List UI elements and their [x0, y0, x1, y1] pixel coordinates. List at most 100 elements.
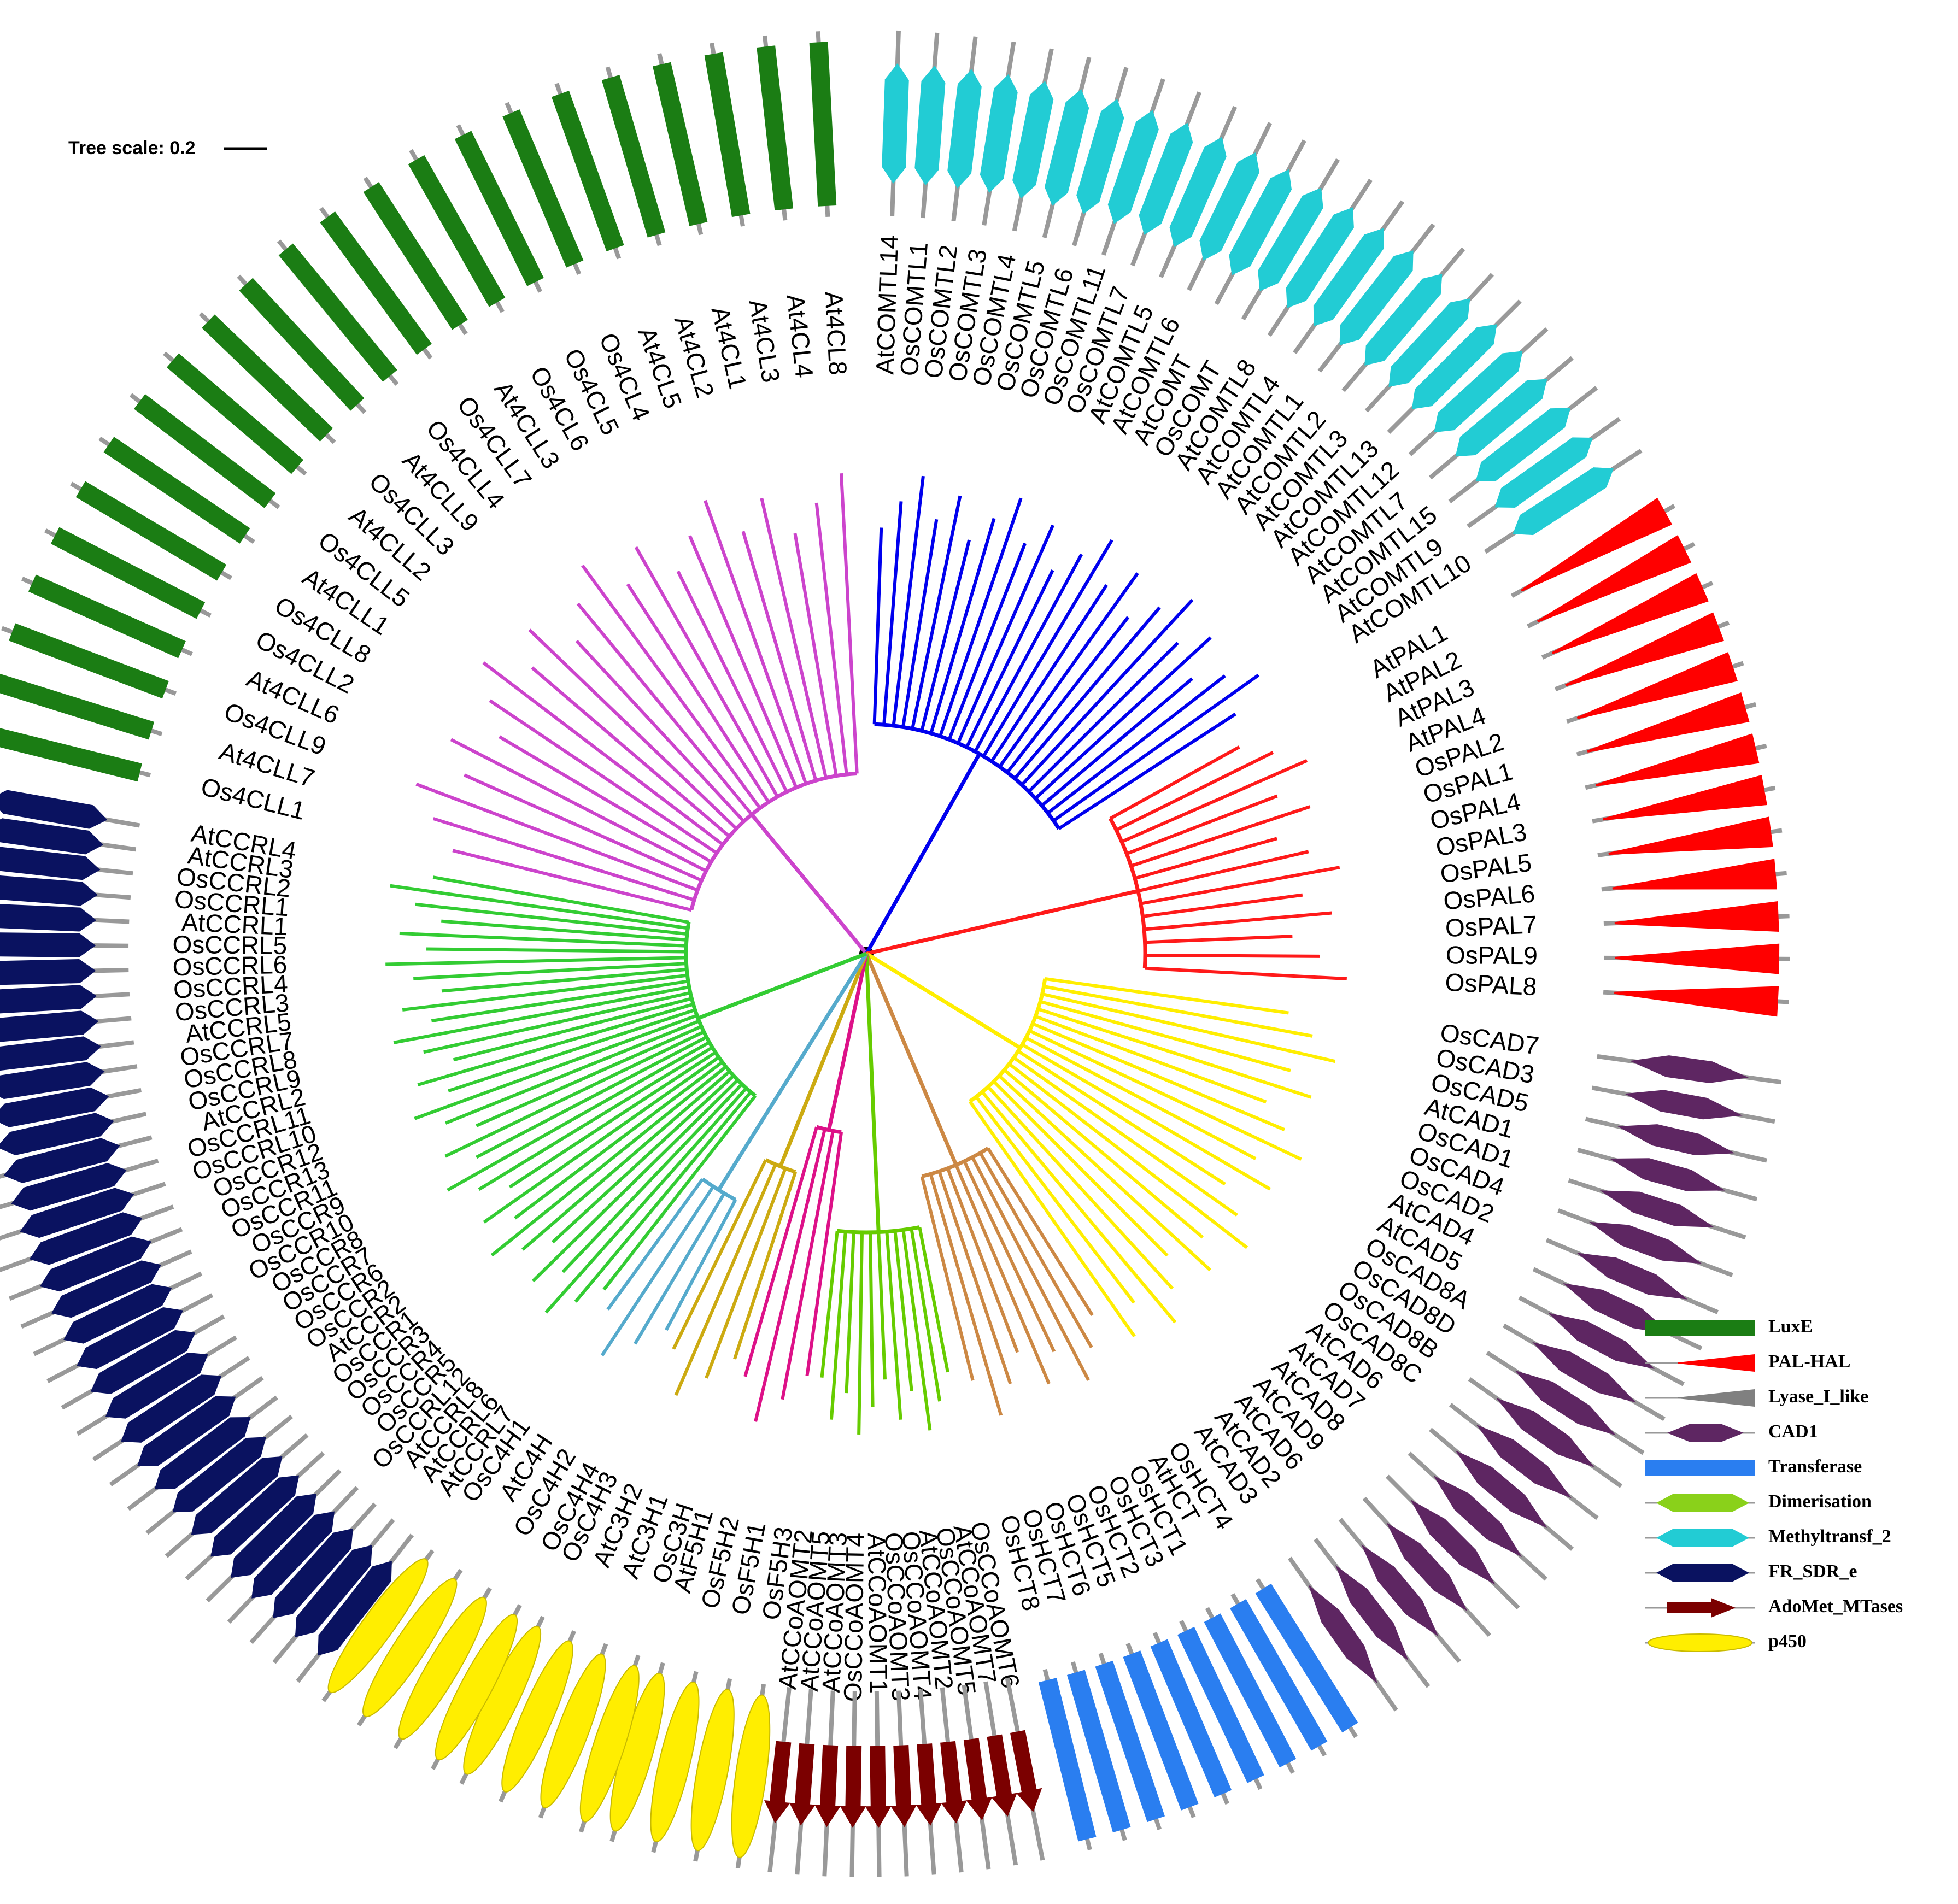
leaf-branch — [968, 1100, 1136, 1338]
domain-cad1 — [1624, 1090, 1743, 1120]
domain-fr_sdr_e — [29, 1212, 143, 1265]
domain-methyltransf_2 — [1044, 89, 1089, 206]
leaf-branch — [857, 1232, 864, 1435]
domain-pal-hal — [1614, 986, 1779, 1017]
domain-luxe — [408, 155, 506, 307]
domains-ccr — [0, 790, 414, 1683]
leaf-branch — [1031, 1022, 1286, 1131]
domain-fr_sdr_e — [251, 1511, 335, 1599]
domain-methyltransf_2 — [1455, 379, 1547, 457]
leaf-branch — [1040, 677, 1193, 807]
leaf-branch — [581, 564, 761, 809]
domain-p450 — [327, 1558, 429, 1694]
leaf-branch — [1003, 1068, 1204, 1239]
leaf-branch — [1145, 935, 1293, 944]
domain-adomet_mtases — [890, 1745, 917, 1827]
leaf-branch — [793, 533, 838, 777]
domain-transferase — [1095, 1660, 1165, 1823]
domain-methyltransf_2 — [1258, 187, 1323, 291]
domain-luxe — [202, 314, 333, 442]
domain-transferase — [1067, 1670, 1131, 1833]
legend-item-adomet-mtases: AdoMet_MTases — [1645, 1596, 1903, 1618]
domain-methyltransf_2 — [1313, 228, 1384, 326]
legend: LuxEPAL-HALLyase_I_likeCAD1TransferaseDi… — [1645, 1317, 1903, 1652]
leaf-branch — [1012, 1056, 1238, 1217]
domain-transferase — [1150, 1639, 1232, 1797]
domain-adomet_mtases — [987, 1734, 1017, 1817]
domain-methyltransf_2 — [1434, 351, 1523, 433]
leaf-branch — [602, 1095, 757, 1291]
clade-stem — [826, 953, 869, 1131]
leaf-label: OsCCRL5 — [172, 930, 287, 960]
leaf-branch — [450, 738, 707, 873]
leaf-branch — [528, 628, 738, 830]
domain-luxe — [50, 527, 206, 619]
leaf-branch — [974, 553, 1083, 753]
leaf-branch — [954, 1164, 1051, 1385]
clade-f5h — [743, 953, 869, 1422]
leaf-branch — [1028, 642, 1179, 793]
domain-methyltransf_2 — [1494, 437, 1593, 508]
leaf-branch — [1058, 713, 1236, 830]
leaf-branch — [882, 501, 903, 725]
leaf-branch — [920, 539, 971, 732]
domain-methyltransf_2 — [1139, 122, 1193, 235]
leaf-branch — [1134, 837, 1277, 880]
legend-item-methyltransf-2: Methyltransf_2 — [1645, 1526, 1891, 1547]
leaf-branch — [417, 1002, 694, 1086]
leaf-branch — [1021, 598, 1194, 786]
leaf-branch — [531, 1079, 739, 1283]
leaf-branch — [1109, 745, 1240, 820]
clade-stem — [697, 951, 867, 1020]
domain-pal-hal — [1608, 816, 1773, 855]
leaf-branch — [1037, 1007, 1312, 1099]
leaf-branch — [839, 473, 859, 774]
leaf-branch — [965, 569, 1054, 748]
leaf-branch — [441, 967, 687, 993]
domain-adomet_mtases — [916, 1743, 942, 1826]
domain-cad1 — [1609, 1158, 1726, 1191]
domain-cad1 — [1532, 1342, 1636, 1403]
domain-pal-hal — [1612, 859, 1778, 890]
clade-stem — [750, 813, 868, 955]
domain-transferase — [1230, 1599, 1328, 1751]
clade-4cl — [415, 473, 868, 955]
leaf-branch — [499, 735, 712, 863]
leaf-branch — [901, 1230, 932, 1431]
domain-cad1 — [1386, 1522, 1468, 1612]
leaf-label: OsCCRL4 — [173, 969, 289, 1003]
domains-hct — [1038, 1578, 1358, 1850]
leaf-branch — [1017, 1049, 1226, 1186]
leaf-branch — [872, 527, 883, 725]
leaf-labels-cad: OsCAD7OsCAD3OsCAD5AtCAD1OsCAD1OsCAD4OsCA… — [1189, 1018, 1541, 1509]
legend-item-fr-sdr-e: FR_SDR_e — [1645, 1561, 1857, 1582]
leaf-branch — [975, 1096, 1136, 1304]
leaf-branch — [845, 1232, 855, 1394]
leaf-branch — [478, 1046, 713, 1191]
legend-label: Lyase_I_like — [1768, 1386, 1868, 1407]
domain-fr_sdr_e — [191, 1456, 283, 1535]
leaf-branch — [561, 1083, 743, 1273]
leaf-branch — [920, 1176, 975, 1381]
legend-label: CAD1 — [1768, 1421, 1818, 1442]
domain-luxe — [601, 75, 666, 238]
domain-cad1 — [1617, 1124, 1735, 1156]
domain-cad1 — [1410, 1499, 1496, 1585]
clade-arc — [689, 772, 857, 911]
leaf-branch — [1021, 1043, 1271, 1191]
leaf-branch — [1126, 794, 1278, 856]
leaf-branch — [441, 919, 687, 942]
leaf-branch — [754, 1129, 826, 1422]
domain-methyltransf_2 — [947, 69, 982, 189]
domain-fr_sdr_e — [137, 1396, 236, 1466]
legend-swatch — [1645, 1320, 1755, 1336]
leaf-branch — [1121, 759, 1308, 844]
leaf-branch — [490, 1065, 727, 1257]
leaf-branch — [390, 884, 688, 930]
domain-fr_sdr_e — [0, 959, 96, 985]
leaf-branch — [415, 902, 688, 936]
leaf-branch — [489, 699, 718, 855]
tree-branches — [385, 473, 1347, 1435]
domain-adomet_mtases — [963, 1738, 993, 1820]
